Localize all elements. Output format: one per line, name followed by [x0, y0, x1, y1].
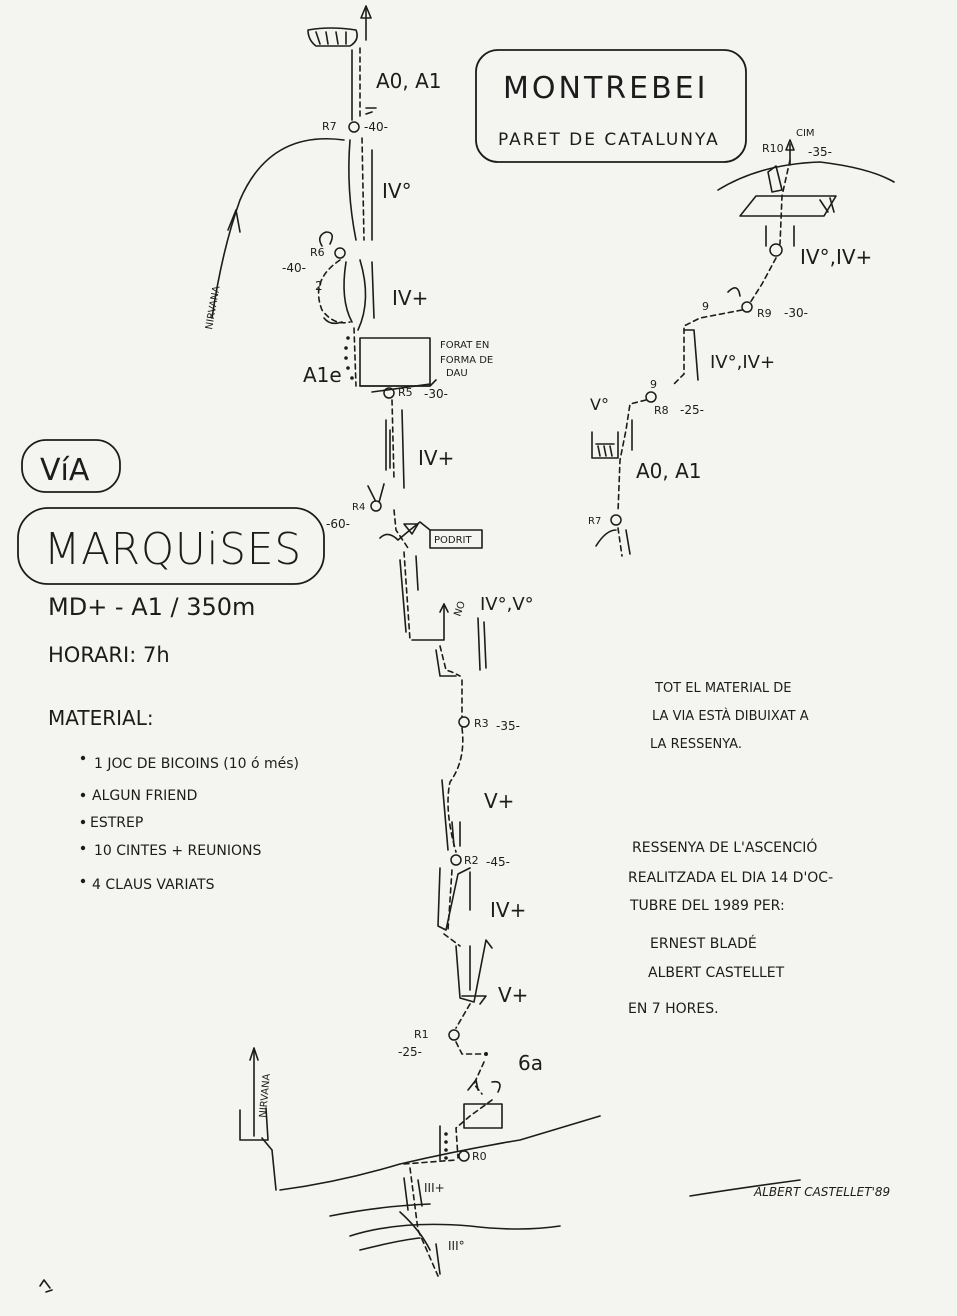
- material-item: 4 CLAUS VARIATS: [92, 877, 215, 893]
- belay-r1: [448, 1029, 460, 1041]
- material-list: 1 JOC DE BICOINS (10 ó més) ALGUN FRIEND…: [80, 755, 299, 893]
- grade-small-9b: 9: [650, 378, 657, 391]
- belay-r9-label: R9: [757, 307, 772, 320]
- belay-r5-label: R5: [398, 386, 413, 399]
- grade-r3-r2: V+: [484, 789, 514, 813]
- horari-label: HORARI: 7h: [48, 643, 170, 667]
- belay-r2: [450, 854, 462, 866]
- nirvana-upper: NIRVANA: [204, 285, 223, 331]
- grade-r8-r9: IV°,IV+: [710, 352, 775, 373]
- ascent-line2: REALITZADA EL DIA 14 D'OC-: [628, 870, 833, 886]
- material-item: ESTREP: [90, 815, 143, 831]
- belay-r0-label: R0: [472, 1150, 487, 1163]
- grade-r2-r1a: IV+: [490, 898, 526, 922]
- title-box: [475, 49, 747, 163]
- title-paret: PARET DE CATALUNYA: [498, 130, 720, 150]
- bolt-dots-r0: [444, 1132, 448, 1160]
- belay-r6-length: -40-: [282, 261, 306, 275]
- belay-r9-top: [769, 243, 783, 257]
- grade-approach2: III°: [448, 1239, 465, 1253]
- belay-r3: [458, 716, 470, 728]
- via-label: VíA: [40, 453, 90, 488]
- belay-r7: [348, 121, 360, 133]
- grade-label: MD+ - A1 / 350m: [48, 593, 255, 621]
- belay-r8: [645, 391, 657, 403]
- grade-small-9a: 9: [702, 300, 709, 313]
- material-item: ALGUN FRIEND: [92, 788, 197, 804]
- grade-r7-r6: IV°: [382, 179, 412, 203]
- belay-r3-label: R3: [474, 717, 489, 730]
- note-line1: TOT EL MATERIAL DE: [654, 681, 791, 696]
- via-box: [21, 439, 121, 493]
- belay-r4-length: -60-: [326, 517, 350, 531]
- route-name: MARQUiSES: [44, 524, 302, 575]
- grade-r7-r8: A0, A1: [636, 459, 702, 483]
- belay-r5-length: -30-: [424, 387, 448, 401]
- grade-r2-r1b: V+: [498, 983, 528, 1007]
- belay-r8-length: -25-: [680, 403, 704, 417]
- ascent-climber2: ALBERT CASTELLET: [648, 965, 785, 981]
- belay-r1-length: -25-: [398, 1045, 422, 1059]
- belay-r0: [458, 1150, 470, 1162]
- grade-r5-r4: IV+: [418, 446, 454, 470]
- belay-r4: [370, 500, 382, 512]
- material-item: 1 JOC DE BICOINS (10 ó més): [94, 756, 299, 772]
- belay-r2-label: R2: [464, 854, 479, 867]
- note-line3: LA RESSENYA.: [650, 737, 742, 752]
- ascent-climber1: ERNEST BLADÉ: [650, 935, 757, 952]
- route-name-box: [17, 507, 325, 585]
- belay-r10-label: R10: [762, 142, 784, 155]
- belay-r8-label: R8: [654, 404, 669, 417]
- belay-r6: [334, 247, 346, 259]
- belay-r7-right: [610, 514, 622, 526]
- belay-r7b-label: R7: [588, 516, 601, 527]
- belay-r10-length: -35-: [808, 145, 832, 159]
- belay-r9-length: -30-: [784, 306, 808, 320]
- podrit-box: [429, 529, 483, 549]
- belay-r6-label: R6: [310, 246, 325, 259]
- bolt-dots-a1e: [344, 336, 354, 380]
- grade-r9-r10: IV°,IV+: [800, 245, 872, 269]
- grade-r4-r3: IV°,V°: [480, 594, 534, 615]
- forat-l2: FORMA DE: [440, 355, 493, 366]
- note-line2: LA VIA ESTÀ DIBUIXAT A: [652, 708, 809, 724]
- grade-approach1: III+: [424, 1181, 445, 1195]
- belay-r7-length: -40-: [364, 120, 388, 134]
- belay-r9: [741, 301, 753, 313]
- belay-r7-label: R7: [322, 120, 337, 133]
- belay-r1-label: R1: [414, 1028, 429, 1041]
- forat-l3: DAU: [446, 368, 468, 379]
- grade-r6-r5: IV+: [392, 286, 428, 310]
- material-heading: MATERIAL:: [48, 706, 154, 730]
- title-montrebei: MONTREBEI: [503, 71, 708, 106]
- nirvana-lower: NIRVANA: [258, 1073, 273, 1118]
- grade-top-a0a1: A0, A1: [376, 69, 442, 93]
- cim-label: CIM: [796, 128, 815, 139]
- podrit-label: PODRIT: [434, 535, 472, 546]
- grade-small-2: 2: [315, 279, 323, 293]
- ascent-duration: EN 7 HORES.: [628, 1001, 719, 1017]
- a1e-label: A1e: [303, 363, 342, 387]
- belay-r4-label: R4: [352, 502, 365, 513]
- belay-r2-length: -45-: [486, 855, 510, 869]
- grade-r1-r0: 6a: [518, 1051, 543, 1075]
- grade-r7-r8-v: V°: [590, 395, 609, 414]
- no-label: NO: [452, 600, 468, 618]
- signature: ALBERT CASTELLET'89: [753, 1185, 890, 1199]
- ascent-line1: RESSENYA DE L'ASCENCIÓ: [632, 838, 817, 856]
- tree-top: [307, 27, 358, 47]
- material-item: 10 CINTES + REUNIONS: [94, 843, 261, 859]
- forat-l1: FORAT EN: [440, 340, 489, 351]
- forat-dau: [359, 337, 431, 387]
- ascent-line3: TUBRE DEL 1989 PER:: [629, 898, 785, 914]
- belay-r3-length: -35-: [496, 719, 520, 733]
